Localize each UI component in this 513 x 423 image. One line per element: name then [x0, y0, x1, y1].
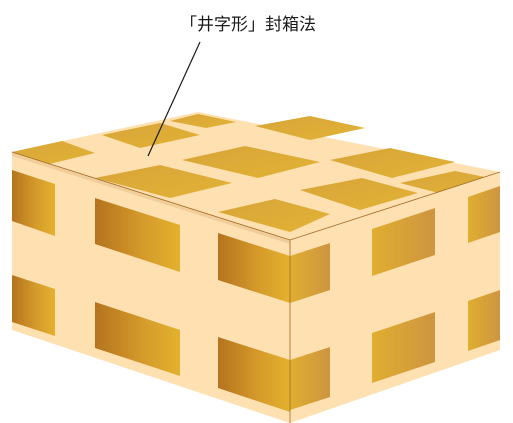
- box-top-face: [12, 112, 500, 240]
- caption-label: 「井字形」封箱法: [180, 15, 316, 35]
- box-right-face: [290, 172, 500, 423]
- leader-line: [147, 41, 201, 157]
- box-front-face: [12, 152, 290, 423]
- box-edges: [11, 151, 501, 423]
